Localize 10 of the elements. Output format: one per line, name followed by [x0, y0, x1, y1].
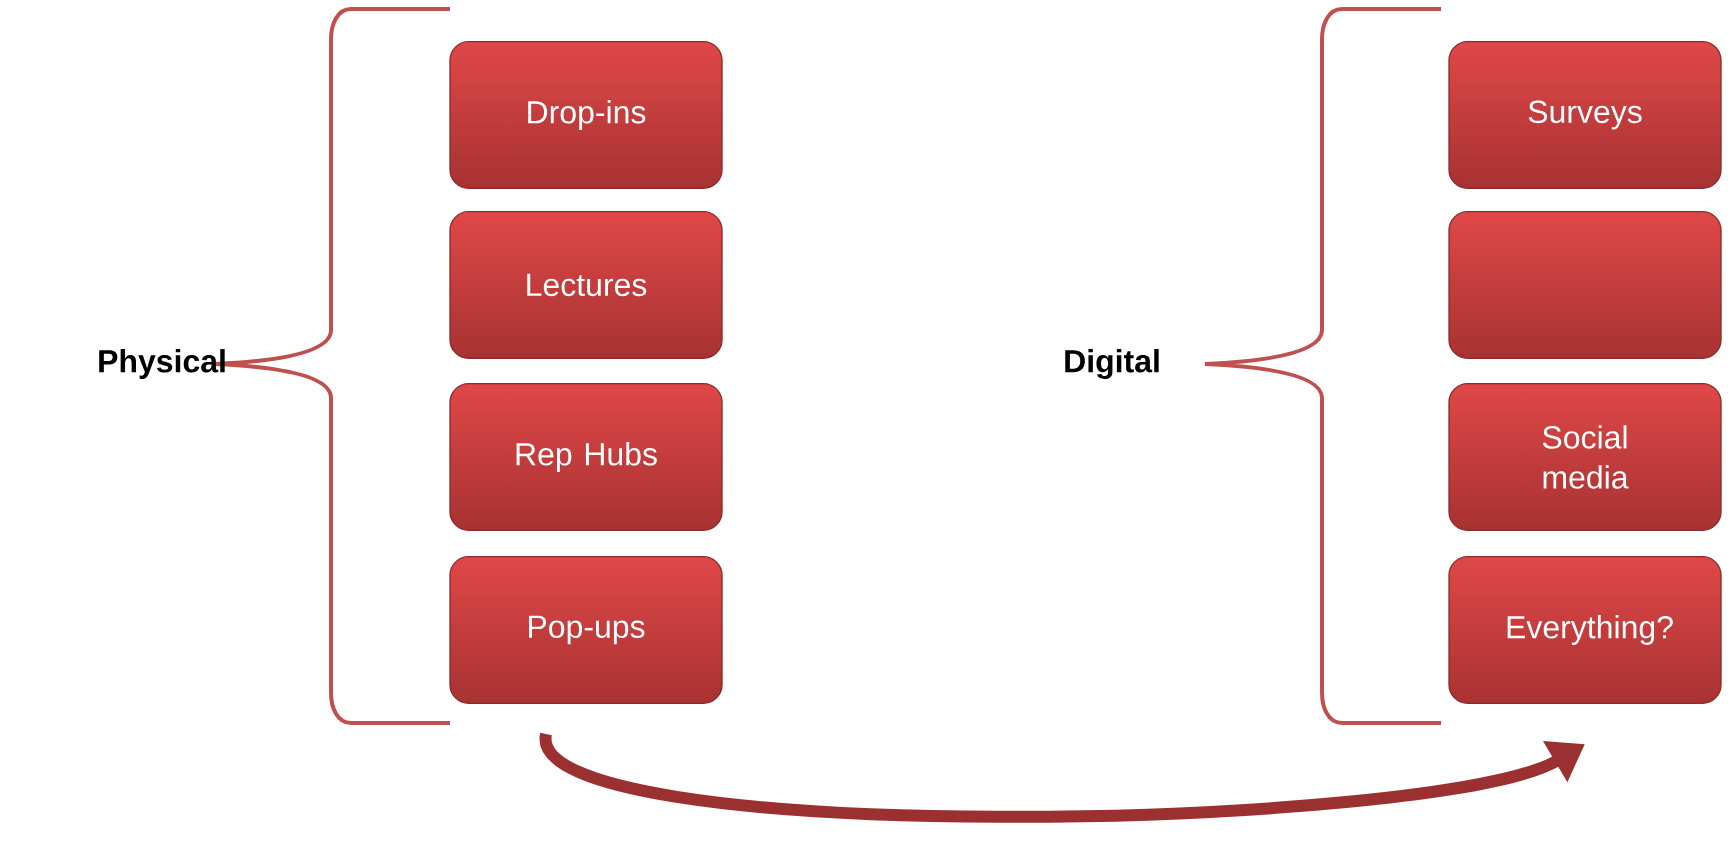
rounded-box: [1448, 211, 1722, 359]
rounded-box: Everything?: [1448, 556, 1722, 704]
rounded-box: Pop-ups: [449, 556, 723, 704]
group-label: Physical: [99, 349, 225, 379]
rounded-box: Rep Hubs: [449, 383, 723, 531]
rounded-box: Lectures: [449, 211, 723, 359]
rounded-box: Surveys: [1448, 41, 1722, 189]
group-label: Digital: [1065, 349, 1159, 379]
rounded-box: Social media: [1448, 383, 1722, 531]
rounded-box: Drop-ins: [449, 41, 723, 189]
